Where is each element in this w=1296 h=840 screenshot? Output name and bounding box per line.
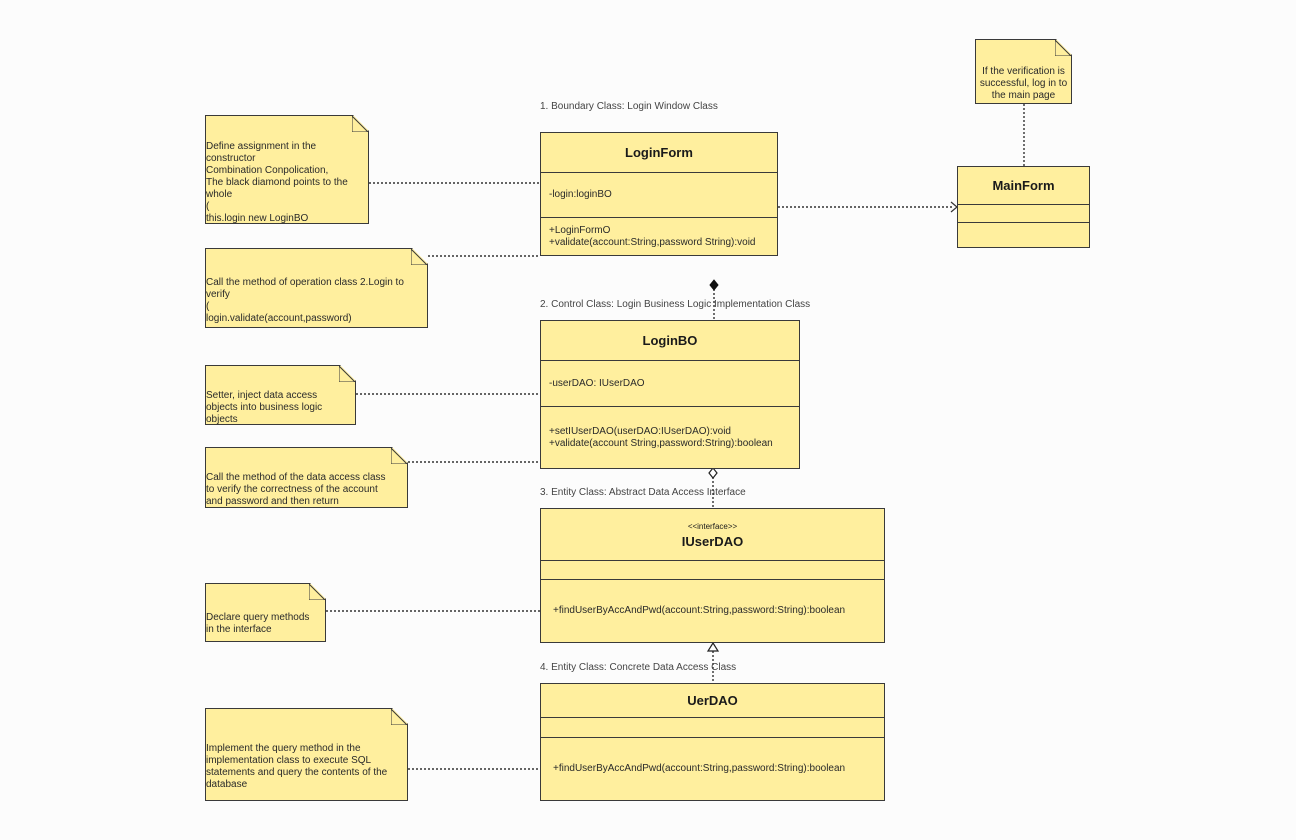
attributes-section xyxy=(541,718,884,738)
class-iuserdao[interactable]: <<interface>> IUserDAO +findUserByAccAnd… xyxy=(540,508,885,643)
note-setter[interactable]: Setter, inject data access objects into … xyxy=(205,365,356,425)
note-fold-icon xyxy=(352,116,368,132)
class-name: IUserDAO xyxy=(681,534,744,549)
note-call-operation[interactable]: Call the method of operation class 2.Log… xyxy=(205,248,428,328)
operation: +LoginFormO xyxy=(549,224,611,236)
operations-section xyxy=(958,223,1089,247)
class-uerdao[interactable]: UerDAO +findUserByAccAndPwd(account:Stri… xyxy=(540,683,885,801)
note-text: Implement the query method in the implem… xyxy=(206,743,388,790)
note-text: Call the method of operation class 2.Log… xyxy=(206,277,404,324)
operation: +setIUserDAO(userDAO:IUserDAO):void xyxy=(549,425,731,437)
class-mainform[interactable]: MainForm xyxy=(957,166,1090,248)
attributes-section xyxy=(958,205,1089,223)
note-declare-query[interactable]: Declare query methods in the interface xyxy=(205,583,326,642)
attribute: -userDAO: IUserDAO xyxy=(549,377,645,389)
stereotype: <<interface>> xyxy=(687,522,738,531)
class-name: UerDAO xyxy=(541,684,884,718)
operation: +validate(account String,password:String… xyxy=(549,437,773,449)
class-name: LoginBO xyxy=(541,321,799,361)
note-text: Define assignment in the constructor Com… xyxy=(206,141,348,224)
note-implement-query[interactable]: Implement the query method in the implem… xyxy=(205,708,408,801)
class-name: MainForm xyxy=(958,167,1089,205)
attributes-section: -userDAO: IUserDAO xyxy=(541,361,799,407)
class-name-section: <<interface>> IUserDAO xyxy=(541,509,884,561)
operation: +validate(account:String,password String… xyxy=(549,236,756,248)
label-entity-interface: 3. Entity Class: Abstract Data Access In… xyxy=(540,487,746,498)
label-boundary: 1. Boundary Class: Login Window Class xyxy=(540,101,718,112)
note-fold-icon xyxy=(339,366,355,382)
label-control: 2. Control Class: Login Business Logic I… xyxy=(540,299,811,310)
attributes-section: -login:loginBO xyxy=(541,173,777,218)
class-name: LoginForm xyxy=(541,133,777,173)
note-text: If the verification is successful, log i… xyxy=(979,66,1068,101)
note-text: Call the method of the data access class… xyxy=(206,472,386,507)
class-loginbo[interactable]: LoginBO -userDAO: IUserDAO +setIUserDAO(… xyxy=(540,320,800,469)
note-fold-icon xyxy=(309,584,325,600)
realization-triangle xyxy=(706,641,720,652)
operation: +findUserByAccAndPwd(account:String,pass… xyxy=(553,763,846,774)
operations-section: +findUserByAccAndPwd(account:String,pass… xyxy=(541,738,884,800)
composition-diamond xyxy=(709,279,719,291)
note-fold-icon xyxy=(1055,40,1071,56)
note-verification[interactable]: If the verification is successful, log i… xyxy=(975,39,1072,104)
attribute: -login:loginBO xyxy=(549,189,612,200)
note-call-data-access[interactable]: Call the method of the data access class… xyxy=(205,447,408,508)
operations-section: +LoginFormO +validate(account:String,pas… xyxy=(541,218,777,255)
class-loginform[interactable]: LoginForm -login:loginBO +LoginFormO +va… xyxy=(540,132,778,256)
aggregation-diamond xyxy=(708,467,718,479)
label-entity-concrete: 4. Entity Class: Concrete Data Access Cl… xyxy=(540,662,737,673)
note-text: Setter, inject data access objects into … xyxy=(206,390,323,425)
note-fold-icon xyxy=(391,709,407,725)
note-fold-icon xyxy=(391,448,407,464)
operations-section: +findUserByAccAndPwd(account:String,pass… xyxy=(541,580,884,642)
operation: +findUserByAccAndPwd(account:String,pass… xyxy=(553,605,846,616)
attributes-section xyxy=(541,561,884,580)
operations-section: +setIUserDAO(userDAO:IUserDAO):void +val… xyxy=(541,407,799,468)
note-text: Declare query methods in the interface xyxy=(206,612,310,635)
note-constructor[interactable]: Define assignment in the constructor Com… xyxy=(205,115,369,224)
note-fold-icon xyxy=(411,249,427,265)
